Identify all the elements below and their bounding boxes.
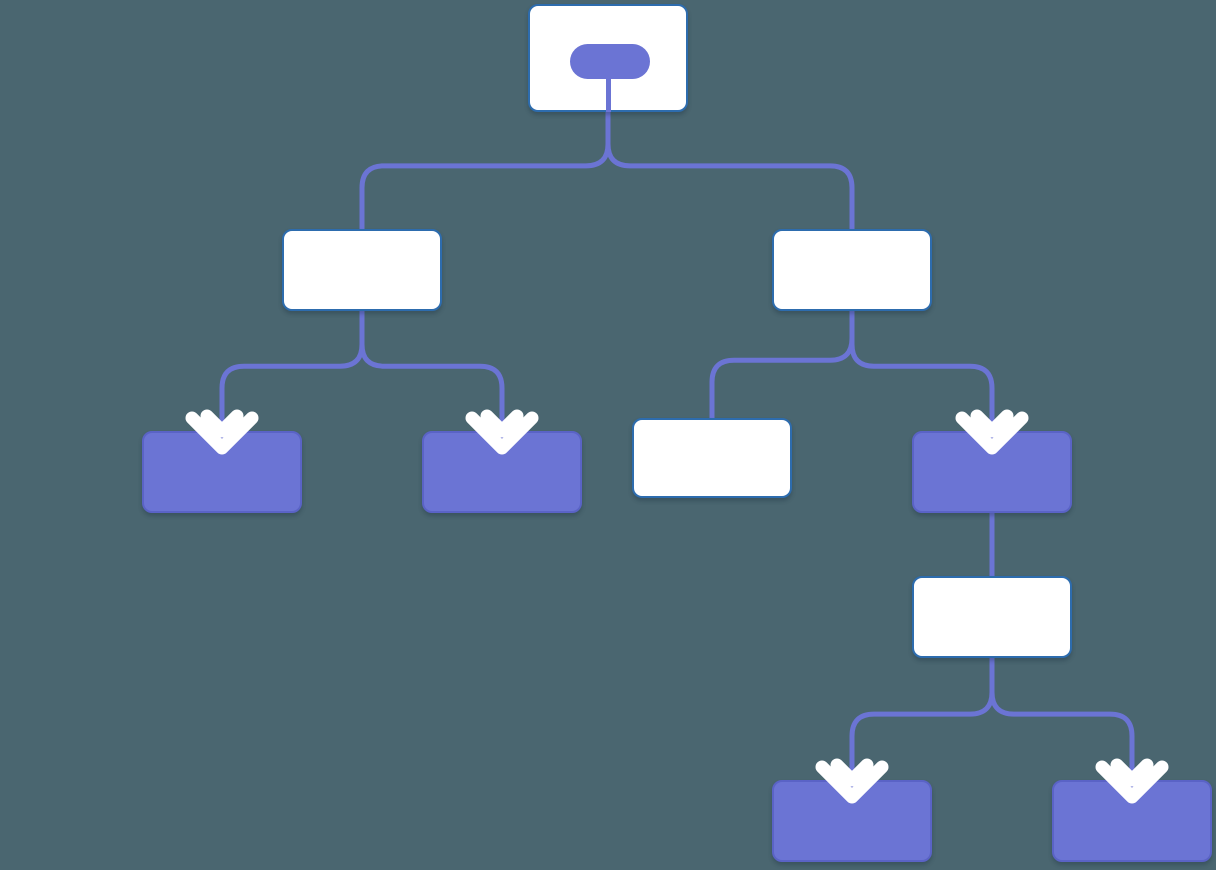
tree-node-root[interactable]	[528, 4, 688, 112]
edge-e-r2-b	[989, 658, 1135, 780]
edge-e-root-l1	[359, 112, 611, 229]
edge-e-l1-b	[359, 311, 505, 431]
tree-node-n-r3-b[interactable]	[1052, 780, 1212, 862]
tree-node-n-r1-b[interactable]	[912, 431, 1072, 513]
tree-node-n-r3-a[interactable]	[772, 780, 932, 862]
tree-node-n-l1-b[interactable]	[422, 431, 582, 513]
tree-node-n-r2[interactable]	[912, 576, 1072, 658]
tree-node-n-r1[interactable]	[772, 229, 932, 311]
edge-e-r1-a	[709, 311, 855, 418]
tree-node-n-r1-a[interactable]	[632, 418, 792, 498]
tree-node-n-l1-a[interactable]	[142, 431, 302, 513]
collapsed-subtree-pill-icon	[570, 44, 650, 79]
edge-e-root-r1	[605, 112, 855, 229]
collapsed-subtree-stem-icon	[606, 76, 611, 112]
edge-e-l1-a	[219, 311, 365, 431]
edge-e-r1-b	[849, 311, 995, 431]
edge-e-r2-a	[849, 658, 995, 780]
tree-node-n-l1[interactable]	[282, 229, 442, 311]
